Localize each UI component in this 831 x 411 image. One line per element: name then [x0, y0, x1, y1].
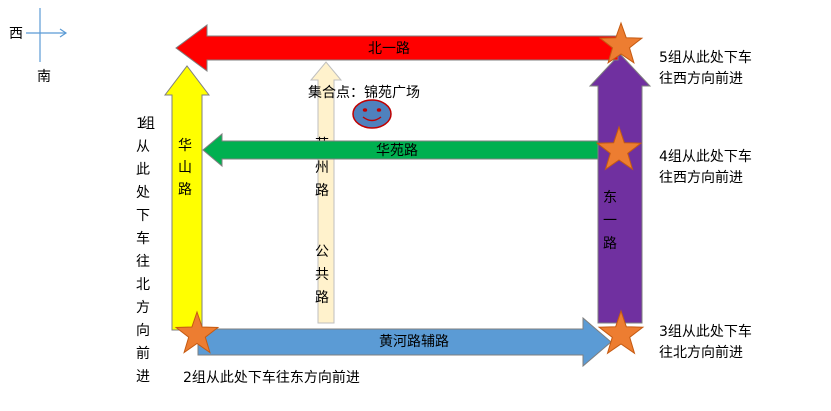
- group-5-instruction: 5组从此处下车 往西方向前进: [659, 49, 752, 87]
- star-icon-group-3: [597, 309, 645, 355]
- star-icon-group-2: [174, 310, 220, 354]
- road-bei-yi-arrow: [175, 24, 619, 72]
- group-5-line-2: 往西方向前进: [659, 70, 743, 87]
- meeting-point: 集合点：锦苑广场: [308, 84, 420, 129]
- road-hua-shan-char-1: 华: [178, 138, 192, 154]
- road-dong-yi-char-1: 东: [603, 190, 617, 206]
- group-1-char: 进: [136, 369, 150, 385]
- group-1-char: 前: [136, 345, 150, 362]
- road-gong-gong-char-3: 路: [315, 290, 329, 306]
- road-hua-shan-char-3: 路: [178, 182, 192, 198]
- road-su-zhou-char-2: 州: [315, 160, 329, 176]
- star-icon-group-5: [598, 21, 644, 65]
- road-gong-gong-char-2: 共: [315, 267, 329, 283]
- road-dong-yi-arrow: [588, 53, 652, 324]
- group-1-char: 北: [136, 277, 150, 293]
- road-gong-gong-char-1: 公: [315, 244, 329, 260]
- drop-off-stars: [174, 21, 645, 355]
- road-huang-he-label: 黄河路辅路: [379, 333, 449, 350]
- group-4-instruction: 4组从此处下车 往西方向前进: [659, 148, 752, 186]
- road-hua-yuan: 华苑路: [202, 132, 613, 168]
- road-su-zhou: 苏 州 路 公 共 路: [309, 61, 343, 324]
- star-icon-group-4: [595, 125, 643, 171]
- road-su-zhou-arrow: [309, 61, 343, 324]
- group-1-char: 方: [136, 300, 150, 316]
- road-bei-yi: 北一路: [175, 24, 619, 72]
- road-hua-yuan-arrow: [202, 132, 613, 168]
- compass-west-label: 西: [9, 26, 23, 42]
- road-hua-shan-arrow: [163, 65, 211, 331]
- group-3-line-1: 3组从此处下车: [659, 323, 752, 340]
- group-2-instruction: 2组从此处下车往东方向前进: [183, 369, 360, 386]
- compass-arrow-icon: [59, 28, 68, 38]
- road-huang-he: 黄河路辅路: [197, 316, 612, 368]
- road-hua-shan-char-2: 山: [178, 160, 192, 176]
- road-huang-he-arrow: [197, 316, 612, 368]
- group-1-instruction: 1 组 从 此 处 下 车 往 北 方 向 前 进: [136, 116, 155, 385]
- road-bei-yi-label: 北一路: [368, 41, 410, 57]
- road-dong-yi-char-2: 一: [603, 213, 617, 229]
- group-1-char: 1: [136, 116, 145, 132]
- group-4-line-2: 往西方向前进: [659, 169, 743, 186]
- group-1-char: 下: [136, 208, 150, 224]
- road-su-zhou-char-3: 路: [315, 183, 329, 199]
- group-3-instruction: 3组从此处下车 往北方向前进: [659, 323, 752, 361]
- group-3-line-2: 往北方向前进: [659, 344, 743, 361]
- group-1-char: 此: [136, 162, 150, 178]
- group-1-char: 组: [141, 116, 155, 132]
- group-1-char: 从: [136, 139, 150, 155]
- meeting-point-label: 集合点：锦苑广场: [308, 84, 420, 101]
- group-1-char: 向: [136, 323, 150, 339]
- group-1-char: 车: [136, 230, 150, 247]
- road-hua-yuan-label: 华苑路: [376, 143, 418, 159]
- compass-south-label: 南: [37, 69, 51, 85]
- group-1-char: 处: [136, 185, 150, 201]
- group-5-line-1: 5组从此处下车: [659, 49, 752, 66]
- road-hua-shan: 华 山 路: [163, 65, 211, 331]
- road-dong-yi: 东 一 路: [588, 53, 652, 324]
- road-dong-yi-char-3: 路: [603, 236, 617, 252]
- group-1-char: 往: [136, 254, 150, 270]
- smiley-face-icon: [352, 99, 392, 129]
- group-4-line-1: 4组从此处下车: [659, 148, 752, 165]
- compass: 西 南: [9, 8, 68, 85]
